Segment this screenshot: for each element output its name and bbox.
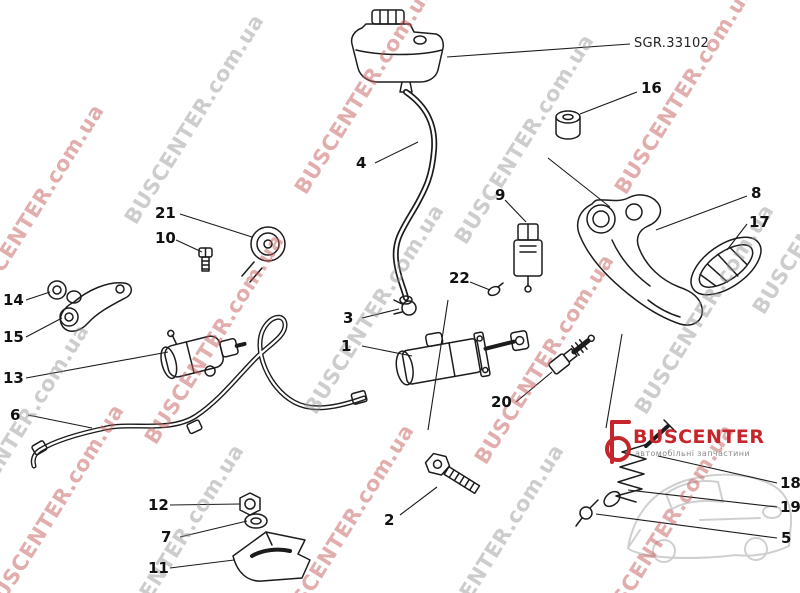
pedal-part — [576, 194, 703, 326]
washer-part — [244, 513, 268, 529]
callout-7: 7 — [161, 528, 172, 546]
clamp-part — [393, 299, 417, 316]
callout-21: 21 — [155, 204, 176, 222]
callout-17: 17 — [749, 213, 770, 231]
callout-1: 1 — [341, 337, 352, 355]
reservoir-part — [350, 9, 444, 93]
callout-16: 16 — [641, 79, 662, 97]
callout-22: 22 — [449, 269, 470, 287]
catalog-code: SGR.33102 — [634, 36, 710, 51]
bushing-part — [555, 110, 581, 140]
leader-lines — [25, 43, 778, 569]
pedal-pad-part — [690, 236, 762, 296]
parts — [30, 9, 762, 582]
callout-19: 19 — [780, 498, 800, 516]
pushrod-spring-part — [603, 419, 677, 508]
hose-part — [392, 89, 438, 305]
bracket-part — [232, 531, 311, 582]
callout-15: 15 — [3, 328, 24, 346]
callout-5: 5 — [781, 529, 792, 547]
bleed-valve-part — [548, 334, 595, 375]
callout-8: 8 — [751, 184, 762, 202]
callout-11: 11 — [148, 559, 169, 577]
callout-10: 10 — [155, 229, 176, 247]
buscenter-logo-icon — [605, 420, 631, 464]
callout-20: 20 — [491, 393, 512, 411]
bolt-part — [424, 452, 481, 495]
callout-12: 12 — [148, 496, 169, 514]
nut-part — [239, 492, 261, 516]
callout-2: 2 — [384, 511, 395, 529]
grommet-part — [241, 226, 286, 283]
callout-6: 6 — [10, 406, 21, 424]
callout-13: 13 — [3, 369, 24, 387]
master-cylinder-part — [395, 330, 530, 386]
callout-4: 4 — [356, 154, 367, 172]
callout-18: 18 — [780, 474, 800, 492]
pipe-part — [30, 314, 368, 469]
callout-9: 9 — [495, 186, 506, 204]
callout-14: 14 — [3, 291, 24, 309]
callout-3: 3 — [343, 309, 354, 327]
slave-cylinder-part — [160, 329, 247, 380]
screw-part — [198, 247, 213, 272]
van-sketch — [627, 473, 793, 563]
switch-part — [513, 223, 543, 293]
buscenter-logo-tagline: автомобільні запчастини — [635, 449, 750, 458]
buscenter-logo-text: BUSCENTER — [633, 426, 765, 448]
lever-arm-part — [47, 280, 132, 332]
clip-part — [575, 499, 599, 527]
pin-part — [487, 282, 504, 297]
